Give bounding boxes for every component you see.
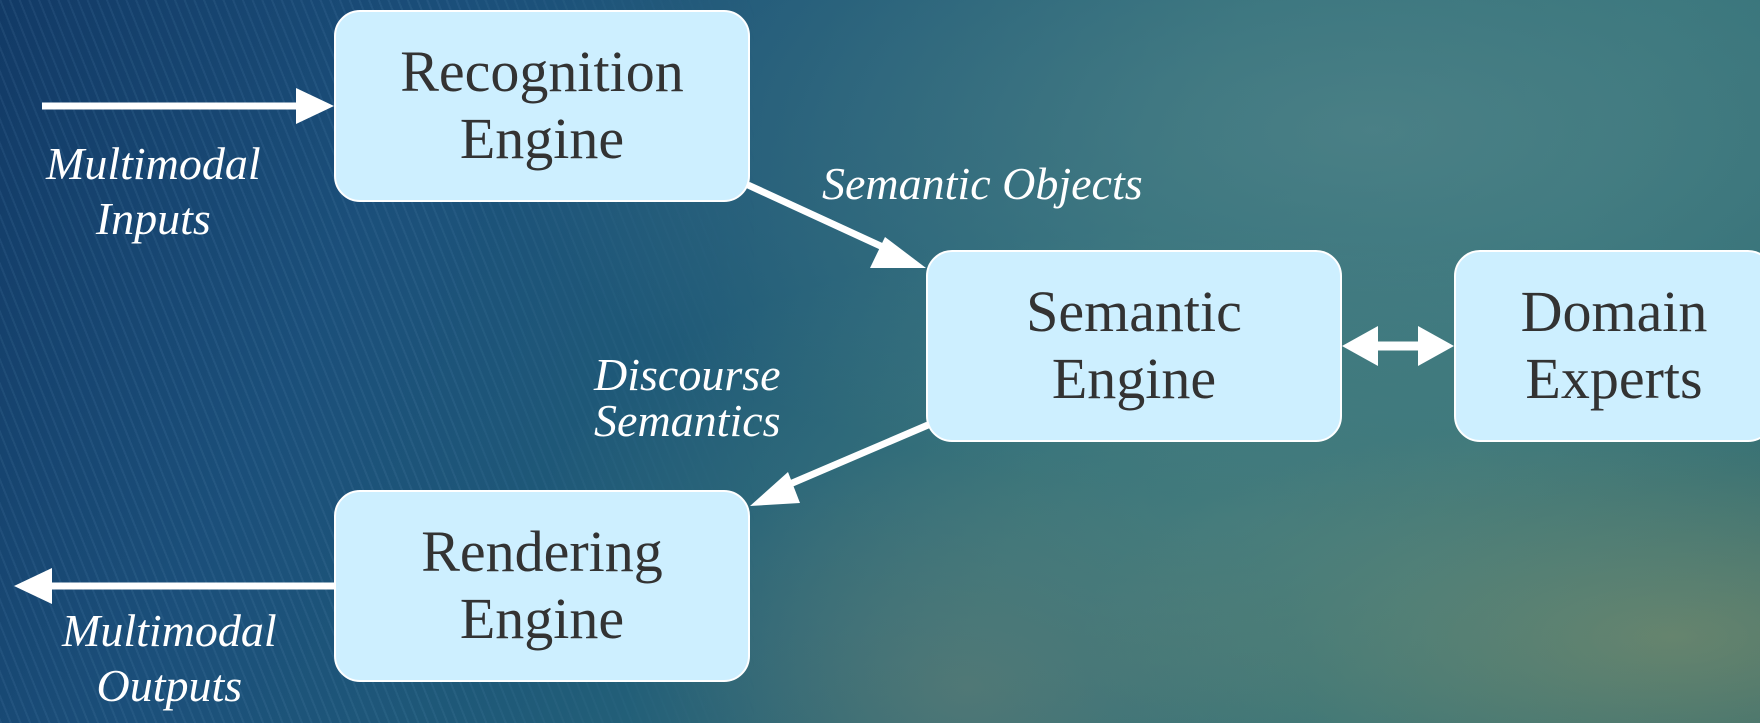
- arrow-semantic-to-rendering: [750, 421, 930, 506]
- arrow-recognition-to-semantic: [746, 181, 926, 268]
- recognition-engine-line2: Engine: [459, 106, 625, 171]
- semantic-engine-line2: Engine: [1051, 346, 1217, 411]
- arrow-rendering-to-outputs: [14, 568, 334, 604]
- semantic-engine-line1: Semantic: [1026, 279, 1242, 345]
- semantic-objects-label: Semantic Objects: [822, 158, 1143, 209]
- multimodal-inputs-label: Multimodal Inputs: [46, 136, 261, 246]
- discourse-semantics-line2: Semantics: [594, 395, 781, 446]
- multimodal-outputs-line1: Multimodal: [62, 605, 277, 656]
- multimodal-outputs-label: Multimodal Outputs: [62, 603, 277, 713]
- recognition-engine-box: Recognition Engine: [334, 10, 750, 202]
- discourse-semantics-line1: Discourse: [594, 349, 781, 400]
- rendering-engine-line2: Engine: [459, 586, 625, 651]
- domain-experts-line1: Domain: [1520, 279, 1708, 345]
- semantic-engine-box: Semantic Engine: [926, 250, 1342, 442]
- multimodal-inputs-line1: Multimodal: [46, 138, 261, 189]
- domain-experts-line2: Experts: [1525, 346, 1703, 411]
- arrow-inputs-to-recognition: [42, 88, 334, 124]
- rendering-engine-box: Rendering Engine: [334, 490, 750, 682]
- rendering-engine-line1: Rendering: [421, 519, 663, 585]
- multimodal-inputs-line2: Inputs: [95, 193, 211, 245]
- multimodal-outputs-line2: Outputs: [96, 660, 243, 712]
- domain-experts-box: Domain Experts: [1454, 250, 1760, 442]
- recognition-engine-line1: Recognition: [400, 39, 684, 105]
- discourse-semantics-label: Discourse Semantics: [594, 352, 781, 444]
- arrow-semantic-domain-bidirectional: [1342, 326, 1454, 366]
